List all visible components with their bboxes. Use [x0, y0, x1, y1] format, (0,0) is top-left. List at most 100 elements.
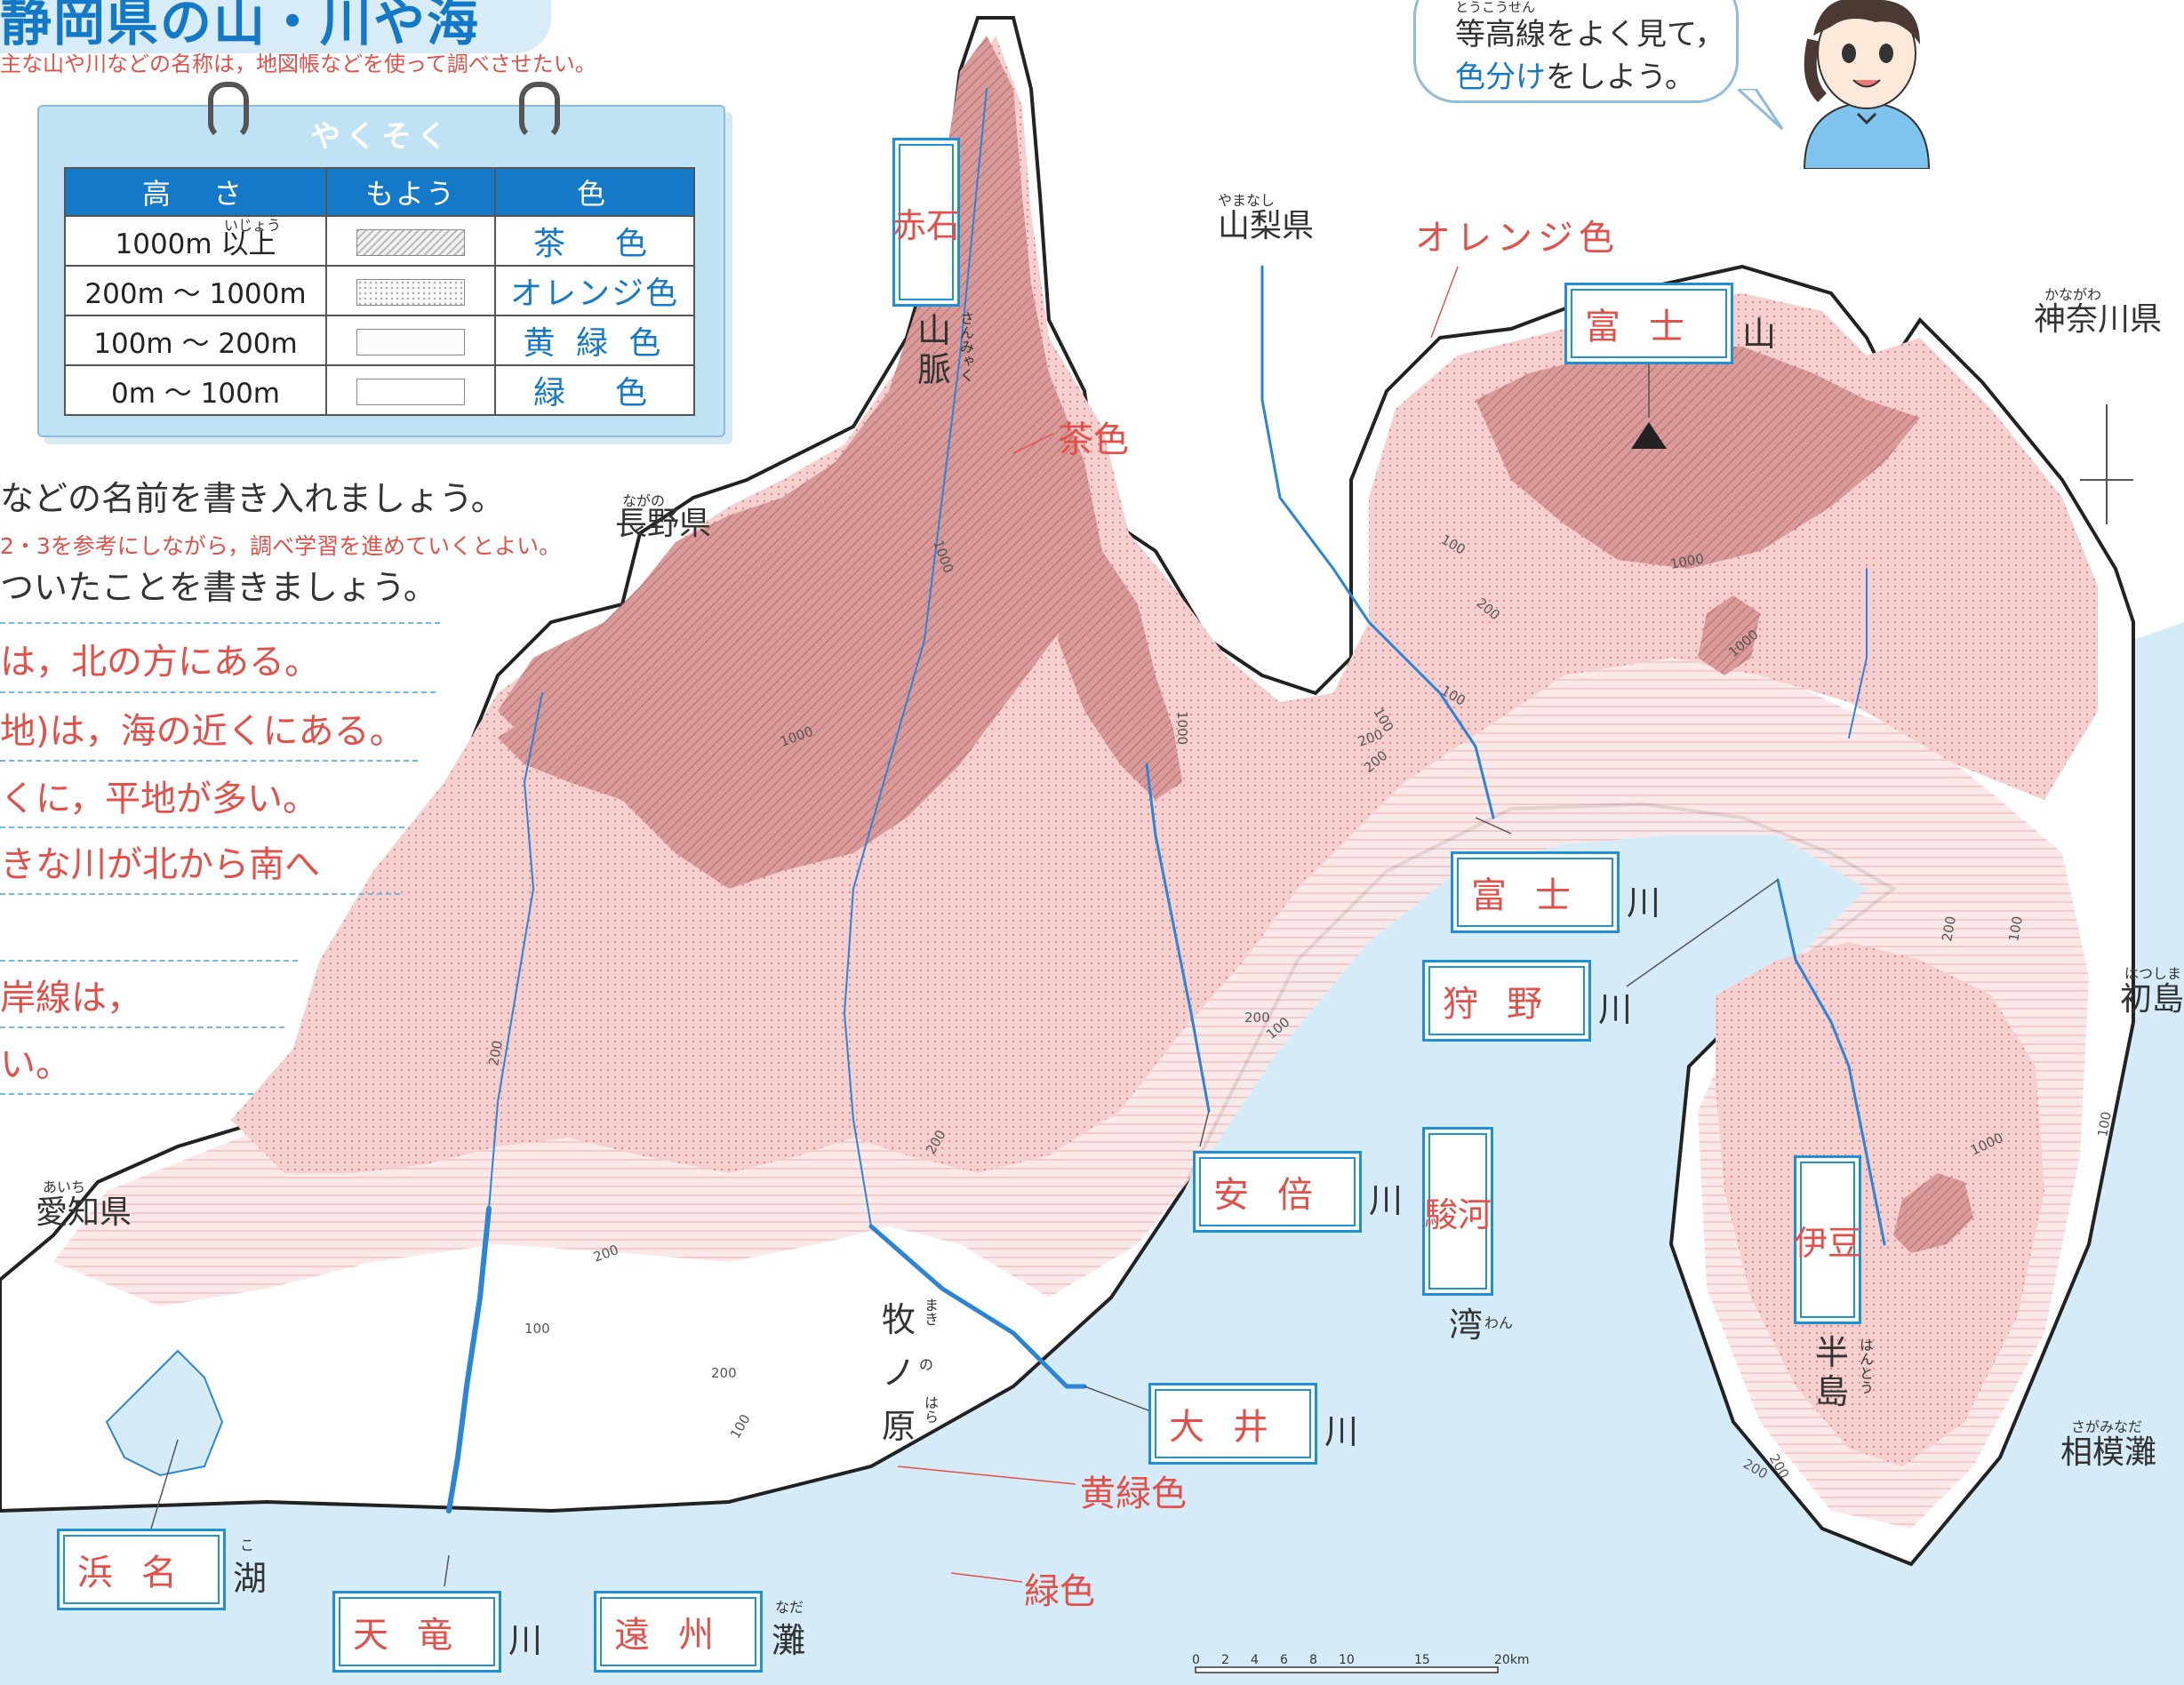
leader-kano: [1626, 879, 1779, 987]
legend-pattern-cell: [325, 265, 496, 316]
answer-box-abe-river[interactable]: 安倍: [1193, 1151, 1362, 1233]
zone-1000-izu: [1893, 1173, 1973, 1253]
answer-text: は，北の方にある。: [0, 642, 320, 683]
legend-title: やくそく: [310, 119, 452, 155]
answer-box-kano-river[interactable]: 狩野: [1422, 960, 1591, 1042]
answer-line: [0, 1026, 284, 1028]
answer-line: [0, 760, 418, 762]
blank-swatch-icon: [356, 378, 465, 405]
bubble-tail-icon: [1738, 89, 1784, 131]
leader-hamana: [150, 1439, 179, 1529]
legend-row: いじょう 1000m 以上 茶 色: [64, 215, 695, 267]
annotation-brown: 茶色: [1058, 419, 1129, 460]
zone-izu-200: [1716, 942, 2044, 1466]
tenryu-river: [446, 1206, 492, 1513]
zone-1000-center: [1058, 551, 1182, 800]
ruby-nagano: ながの: [622, 492, 666, 509]
label-wan: 湾: [1449, 1306, 1484, 1345]
leader-brown: [1012, 433, 1054, 454]
fuji-summit-icon: [1631, 422, 1667, 449]
label-nagano: 長野県: [615, 506, 712, 542]
answer-box-tenryu[interactable]: 天竜: [332, 1591, 501, 1673]
answer-text: くに，平地が多い。: [0, 779, 318, 819]
instruction-line-2: ついたことを書きましょう。: [0, 568, 437, 607]
answer-box-izu[interactable]: 伊豆: [1794, 1155, 1861, 1324]
leader-green: [950, 1572, 1023, 1583]
bubble-highlight: 色分け: [1455, 60, 1546, 95]
ruby-ko: こ: [240, 1537, 255, 1553]
leader-yg: [897, 1465, 1076, 1485]
answer-line: [0, 893, 400, 895]
legend-pattern-cell: [325, 364, 496, 416]
oi-river: [868, 1224, 1087, 1389]
contour-label: 200: [1244, 1010, 1270, 1026]
legend-pattern-cell: [325, 315, 496, 366]
ruby-hatsushima: はつしま: [2124, 965, 2182, 982]
legend-color: オレンジ色: [494, 265, 695, 316]
annotation-orange: オレンジ色: [1415, 218, 1620, 259]
binder-ring-icon: [519, 82, 560, 140]
ruby-hanto: はんとう: [1857, 1338, 1874, 1394]
page-title: 静岡県の山・川や海: [0, 0, 481, 52]
answer-box-text: 伊豆: [1794, 1162, 1861, 1318]
scale-tick-label: 15: [1414, 1653, 1430, 1667]
answer-box-oi-river[interactable]: 大井: [1148, 1383, 1317, 1465]
plain-swatch-icon: [356, 328, 465, 355]
tenryu-upper: [488, 692, 543, 1210]
legend-color: 茶 色: [494, 215, 695, 267]
legend-color: 黄 緑 色: [494, 315, 695, 366]
contour-label: 200: [711, 1365, 737, 1381]
page-subtitle: 主な山や川などの名称は，地図帳などを使って調べさせたい。: [0, 52, 596, 76]
answer-box-text: 富士: [1571, 289, 1727, 358]
answer-box-akaishi[interactable]: 赤石: [892, 138, 960, 307]
answer-box-text: 大井: [1155, 1389, 1311, 1458]
ruby-no: の: [919, 1356, 934, 1373]
zone-1000-fuji: [1476, 347, 1920, 569]
legend-table: 高 さ もよう 色 いじょう 1000m 以上 茶 色 200m ～ 1000m…: [64, 167, 695, 416]
answer-line: [0, 622, 440, 624]
label-kawa: 川: [1324, 1412, 1359, 1451]
abe-river: [1145, 763, 1211, 1113]
fuji-river: [1260, 265, 1495, 819]
legend-pattern-cell: [325, 215, 496, 267]
answer-line: [0, 1093, 253, 1095]
answer-box-fuji-river[interactable]: 富士: [1451, 851, 1620, 933]
label-kawa: 川: [1598, 990, 1633, 1029]
legend-panel: やくそく 高 さ もよう 色 いじょう 1000m 以上 茶 色 200m ～ …: [37, 82, 725, 437]
answer-box-text: 赤石: [892, 144, 960, 300]
answer-text: 岸線は，: [0, 978, 142, 1018]
label-makinohara: 牧ノ原: [881, 1300, 916, 1446]
scale-tick-label: 2: [1221, 1653, 1229, 1667]
answer-box-text: 天竜: [339, 1597, 495, 1666]
girl-character-icon: [1803, 0, 1931, 169]
ruby-wan: わん: [1484, 1314, 1514, 1331]
scale-tick-label: 0: [1192, 1653, 1200, 1667]
ruby-nada: なだ: [775, 1599, 804, 1616]
label-nada: 灘: [772, 1621, 806, 1660]
answer-line: [0, 960, 298, 962]
legend-height: 0m ～ 100m: [64, 364, 327, 416]
zone-1000-fuji-small: [1698, 595, 1760, 675]
scale-tick-label: 10: [1339, 1653, 1355, 1667]
legend-header-pattern: もよう: [325, 167, 496, 217]
ruby-aichi: あいち: [43, 1178, 86, 1195]
bubble-rest: をしよう。: [1546, 60, 1695, 95]
speech-bubble: とうこうせん 等高線をよく見て， 色分けをしよう。: [1413, 0, 1739, 103]
leader-orange: [1430, 266, 1459, 339]
answer-box-enshu[interactable]: 遠州: [594, 1591, 763, 1673]
answer-box-hamana[interactable]: 浜名: [57, 1529, 226, 1610]
label-hatsushima: 初島: [2120, 981, 2184, 1018]
answer-line: [0, 691, 436, 693]
label-yama: 山: [1742, 315, 1777, 354]
answer-box-suruga[interactable]: 駿河: [1422, 1127, 1493, 1296]
answer-box-fuji-mt[interactable]: 富士: [1564, 283, 1733, 364]
legend-ruby: いじょう: [224, 217, 282, 234]
legend-color: 緑 色: [494, 364, 695, 416]
contour-label: 1000: [1174, 711, 1190, 745]
label-kawa: 川: [508, 1621, 543, 1660]
label-kanagawa: 神奈川県: [2034, 301, 2163, 338]
izu-west-river: [1848, 568, 1868, 739]
label-sagaminada: 相模灘: [2060, 1434, 2157, 1471]
contour-label: 200: [485, 1039, 506, 1066]
